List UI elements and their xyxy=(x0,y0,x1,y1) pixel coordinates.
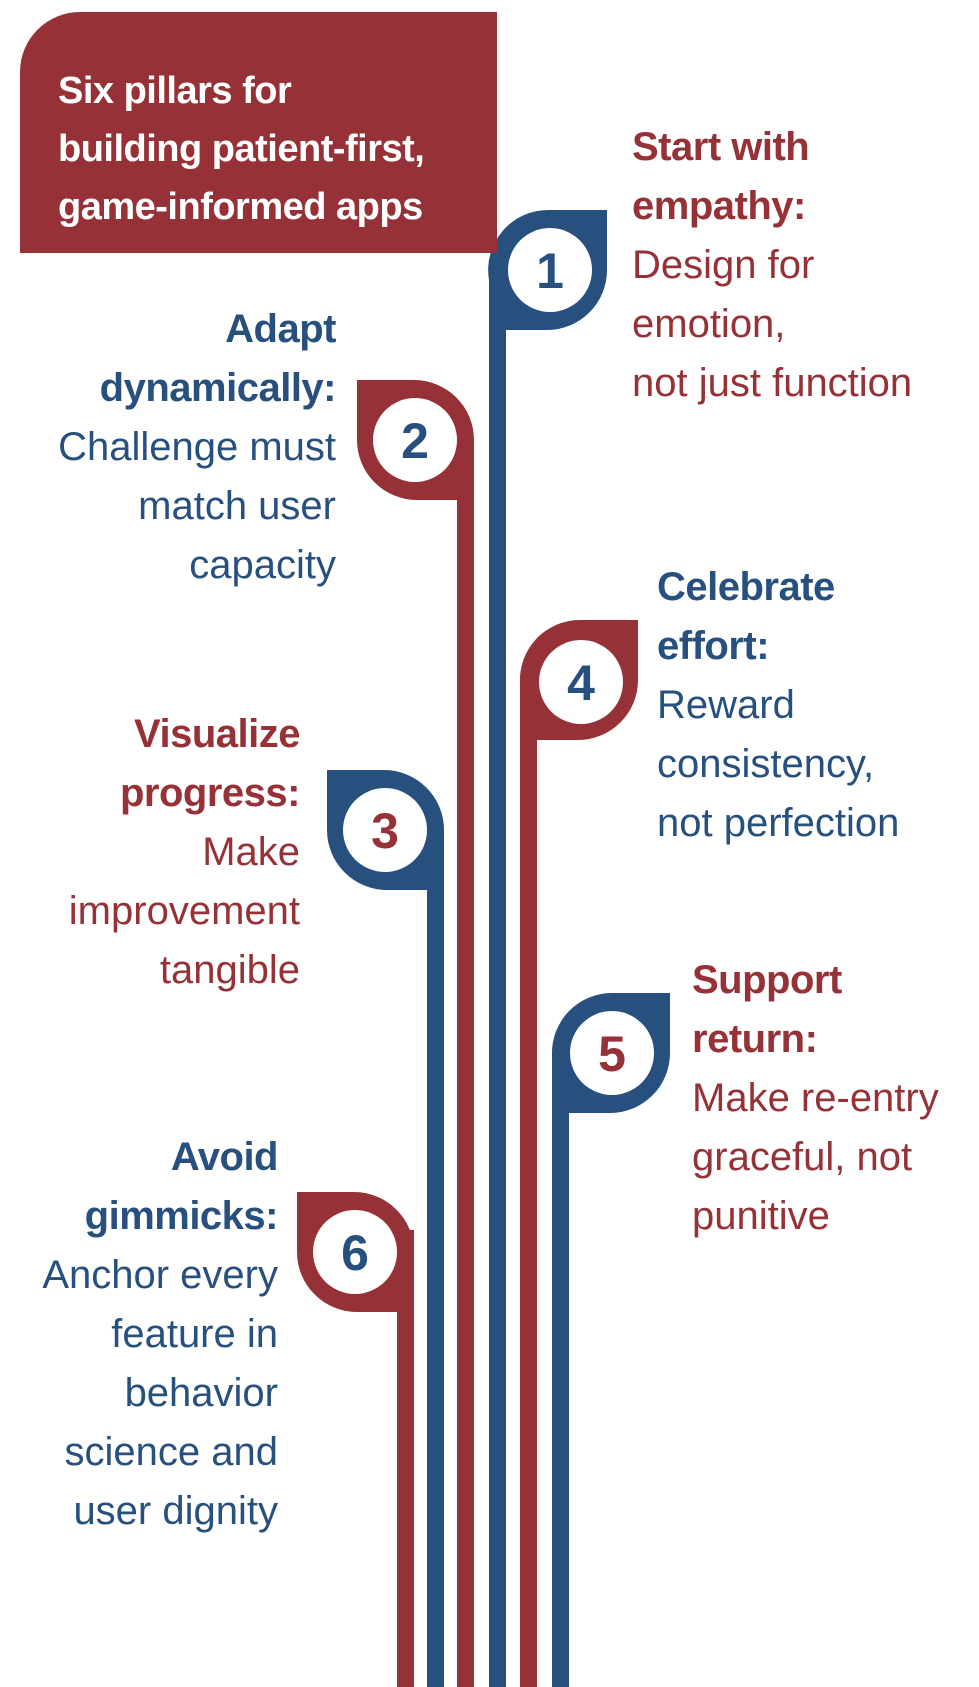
pillar-5-text: Support return: Make re-entry graceful, … xyxy=(692,951,939,1246)
pillar-3-body-line-2: improvement xyxy=(68,889,300,933)
badge-3-number: 3 xyxy=(371,803,399,859)
stem-3 xyxy=(427,836,444,1687)
pillar-6-heading-line-1: Avoid xyxy=(170,1135,279,1179)
pillar-1-body-line-3: not just function xyxy=(632,361,913,405)
badge-1-number: 1 xyxy=(536,243,564,299)
badge-4-circle xyxy=(539,640,623,724)
pillar-6-heading-line-2: gimmicks: xyxy=(84,1194,279,1238)
pillar-1-body-line-2: emotion, xyxy=(632,302,786,346)
badge-4-number: 4 xyxy=(567,655,595,711)
badge-2-number: 2 xyxy=(401,413,429,469)
pillar-5-heading-line-2: return: xyxy=(692,1017,818,1061)
pillar-2-body-line-2: match user xyxy=(138,484,336,528)
title-box: Six pillars for building patient-first, … xyxy=(20,12,497,253)
pillar-5-body-line-1: Make re-entry xyxy=(692,1076,939,1120)
title-line-3: game-informed apps xyxy=(58,186,423,228)
pillar-3-text: Visualize progress: Make improvement tan… xyxy=(68,705,301,1000)
pillar-5-body-line-2: graceful, not xyxy=(692,1135,913,1179)
badge-5-circle xyxy=(570,1011,654,1095)
pillar-6-body-line-4: science and xyxy=(64,1430,278,1474)
title-line-2: building patient-first, xyxy=(58,128,425,170)
pillar-1-text: Start with empathy: Design for emotion, … xyxy=(632,118,912,413)
pillar-4-body-line-1: Reward xyxy=(657,683,795,727)
pillar-6-text: Avoid gimmicks: Anchor every feature in … xyxy=(42,1128,278,1541)
pillar-4-body-line-3: not perfection xyxy=(657,801,900,845)
badge-2-circle xyxy=(373,398,457,482)
badge-1-circle xyxy=(508,228,592,312)
badge-5-number: 5 xyxy=(598,1026,626,1082)
stem-2 xyxy=(457,445,474,1687)
stem-4 xyxy=(520,690,537,1687)
pillar-5-body-line-3: punitive xyxy=(692,1194,830,1238)
pillar-2-text: Adapt dynamically: Challenge must match … xyxy=(58,300,336,595)
pillar-4-heading-line-2: effort: xyxy=(657,624,770,668)
badge-6-circle xyxy=(313,1210,397,1294)
pillar-3-heading-line-2: progress: xyxy=(120,771,301,815)
pillar-1-heading-line-2: empathy: xyxy=(632,184,806,228)
pillar-4-body-line-2: consistency, xyxy=(657,742,875,786)
pillar-4-heading-line-1: Celebrate xyxy=(657,565,835,609)
pillar-2-body-line-1: Challenge must xyxy=(58,425,336,469)
pillar-4-text: Celebrate effort: Reward consistency, no… xyxy=(657,558,899,853)
pillar-6-body-line-2: feature in xyxy=(111,1312,278,1356)
pillar-6-body-line-5: user dignity xyxy=(73,1489,278,1533)
stem-5 xyxy=(552,1060,569,1687)
pillar-3-body-line-1: Make xyxy=(202,830,300,874)
badge-6-number: 6 xyxy=(341,1225,369,1281)
pillar-6-body-line-1: Anchor every xyxy=(42,1253,278,1297)
pillar-1-body-line-1: Design for xyxy=(632,243,815,287)
pillar-1-heading-line-1: Start with xyxy=(632,125,810,169)
pillar-2-heading-line-2: dynamically: xyxy=(99,366,337,410)
pillar-2-heading-line-1: Adapt xyxy=(225,307,336,351)
title-line-1: Six pillars for xyxy=(58,70,292,112)
pillar-3-body-line-3: tangible xyxy=(159,948,300,992)
pillar-6-body-line-3: behavior xyxy=(124,1371,278,1415)
stem-1 xyxy=(489,270,506,1687)
pillar-2-body-line-3: capacity xyxy=(189,543,336,587)
pillar-3-heading-line-1: Visualize xyxy=(134,712,300,756)
stem-6 xyxy=(397,1230,414,1687)
badge-3-circle xyxy=(343,788,427,872)
pillar-5-heading-line-1: Support xyxy=(692,958,842,1002)
